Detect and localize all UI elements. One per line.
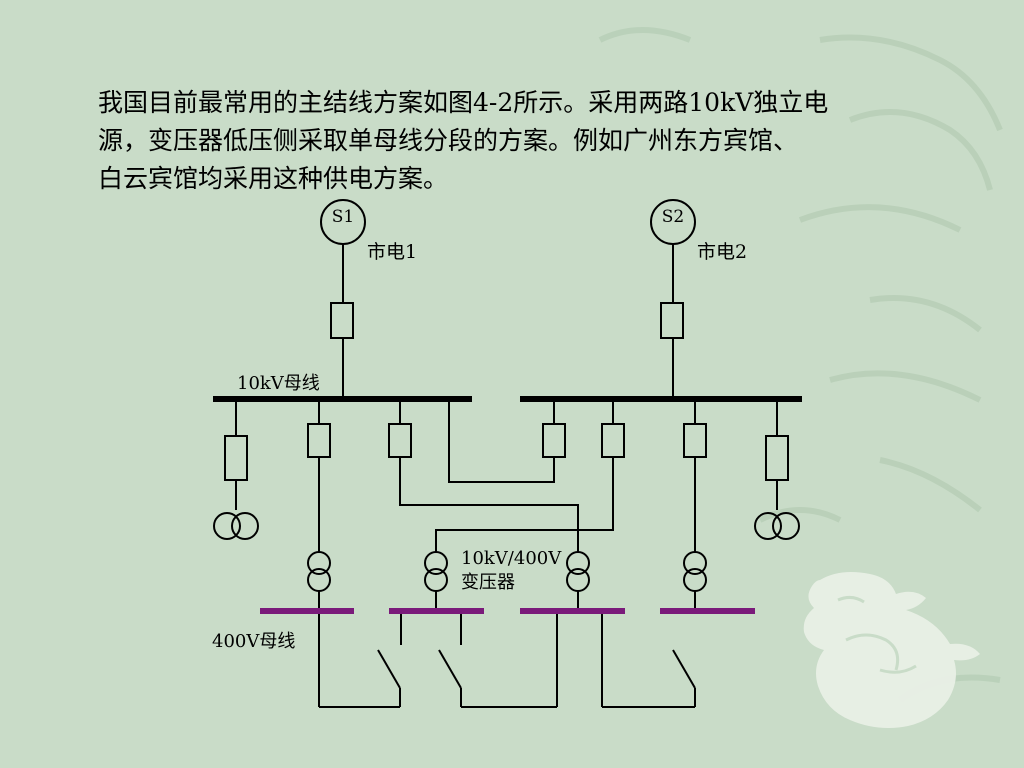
transformer-4 [683,551,707,575]
transformer-3 [566,551,590,575]
bus-10kv-label: 10kV母线 [237,373,320,394]
transformer-2 [424,551,448,575]
left-branch-breaker-3 [388,423,412,458]
right-branch-breaker-4 [765,435,789,481]
tie-switch-1 [377,649,401,689]
left-branch-breaker-1 [224,435,248,481]
bus-400v-label: 400V母线 [212,631,295,652]
source-s2-label: S2 [662,207,684,227]
transformer-label-line2: 变压器 [461,572,515,593]
tie-switch-2 [438,649,462,689]
left-branch-breaker-2 [307,423,331,458]
city-power-1-label: 市电1 [367,241,417,263]
s1-breaker [330,302,354,339]
right-branch-breaker-3 [683,423,707,458]
paragraph-line-1: 我国目前最常用的主结线方案如图4-2所示。采用两路10kV独立电 [98,88,829,117]
tie-switch-3 [672,649,696,689]
city-power-2-label: 市电2 [697,241,747,263]
right-branch-breaker-1 [542,423,566,458]
s2-breaker [660,302,684,339]
transformer-1 [307,551,331,575]
transformer-label-line1: 10kV/400V [461,548,562,569]
paragraph-line-3: 白云宾馆均采用这种供电方案。 [98,164,449,193]
source-s1-label: S1 [332,207,354,227]
right-branch-breaker-2 [601,423,625,458]
paragraph-line-2: 源，变压器低压侧采取单母线分段的方案。例如广州东方宾馆、 [98,126,799,155]
description-paragraph: 我国目前最常用的主结线方案如图4-2所示。采用两路10kV独立电 源，变压器低压… [98,84,938,198]
